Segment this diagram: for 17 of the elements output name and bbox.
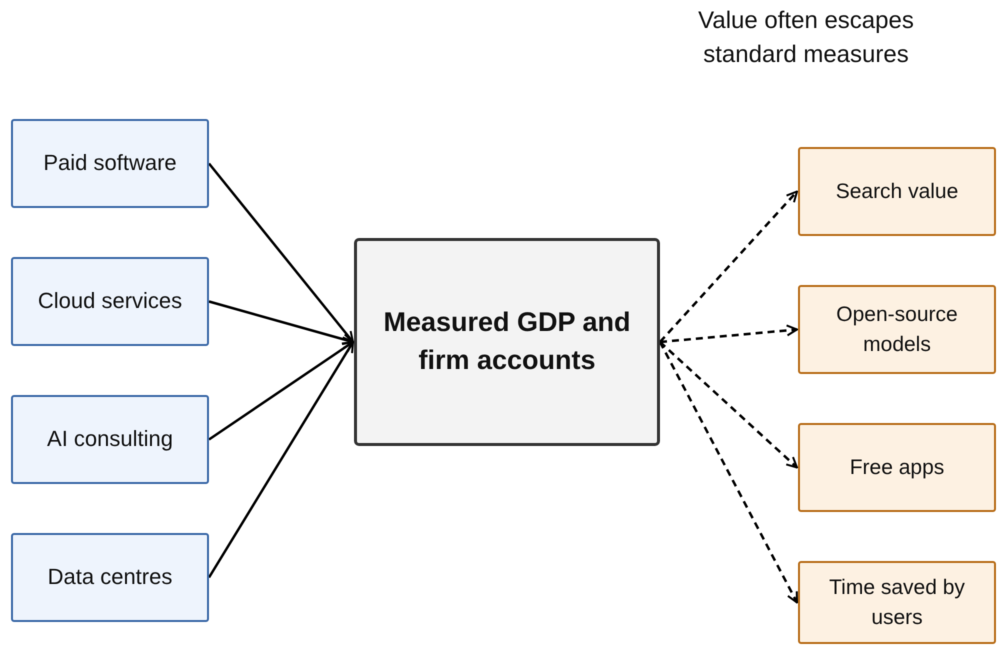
arrow (208, 162, 354, 343)
category-box: Data centres (11, 533, 209, 622)
category-box: Search value (798, 147, 996, 236)
arrow (208, 341, 354, 578)
category-box: Time saved by users (798, 561, 996, 644)
category-box: Free apps (798, 423, 996, 512)
arrow (208, 340, 354, 441)
category-box: Paid software (11, 119, 209, 208)
central-box: Measured GDP and firm accounts (354, 238, 660, 446)
note-text: Value often escapes standard measures (697, 6, 915, 70)
arrow (659, 190, 798, 343)
category-box: Cloud services (11, 257, 209, 346)
arrow (660, 324, 798, 344)
arrow (658, 341, 798, 604)
category-box: AI consulting (11, 395, 209, 484)
arrow (659, 341, 798, 468)
category-box: Open-source models (798, 285, 996, 374)
